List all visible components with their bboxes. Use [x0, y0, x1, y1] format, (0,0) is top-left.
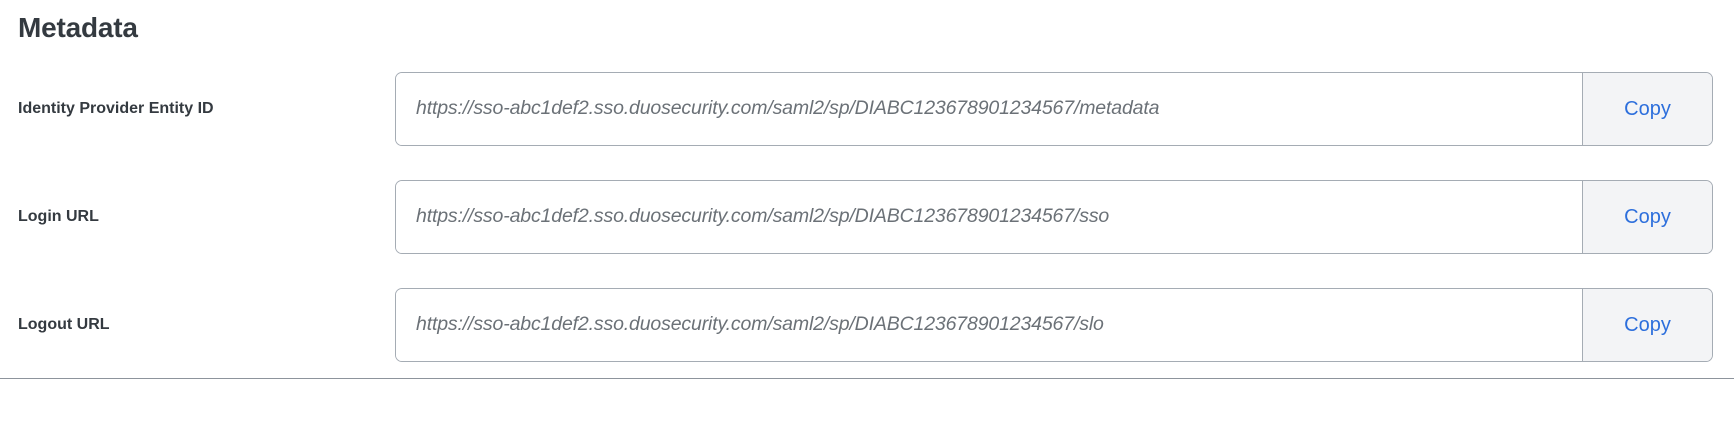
input-group-logout-url: https://sso-abc1def2.sso.duosecurity.com…	[395, 288, 1713, 362]
field-label-identity-provider-entity-id: Identity Provider Entity ID	[18, 100, 214, 117]
input-group-identity-provider-entity-id: https://sso-abc1def2.sso.duosecurity.com…	[395, 72, 1713, 146]
field-label-logout-url: Logout URL	[18, 316, 110, 333]
page-title: Metadata	[18, 12, 138, 43]
logout-url-input[interactable]: https://sso-abc1def2.sso.duosecurity.com…	[396, 289, 1582, 361]
field-label-login-url: Login URL	[18, 208, 99, 225]
identity-provider-entity-id-input[interactable]: https://sso-abc1def2.sso.duosecurity.com…	[396, 73, 1582, 145]
section-divider	[0, 378, 1734, 379]
metadata-field-list: Identity Provider Entity ID https://sso-…	[0, 72, 1734, 396]
input-group-login-url: https://sso-abc1def2.sso.duosecurity.com…	[395, 180, 1713, 254]
field-row-login-url: Login URL https://sso-abc1def2.sso.duose…	[0, 180, 1734, 288]
field-row-identity-provider-entity-id: Identity Provider Entity ID https://sso-…	[0, 72, 1734, 180]
copy-button-login-url[interactable]: Copy	[1582, 181, 1712, 253]
login-url-input[interactable]: https://sso-abc1def2.sso.duosecurity.com…	[396, 181, 1582, 253]
field-row-logout-url: Logout URL https://sso-abc1def2.sso.duos…	[0, 288, 1734, 396]
copy-button-identity-provider-entity-id[interactable]: Copy	[1582, 73, 1712, 145]
copy-button-logout-url[interactable]: Copy	[1582, 289, 1712, 361]
